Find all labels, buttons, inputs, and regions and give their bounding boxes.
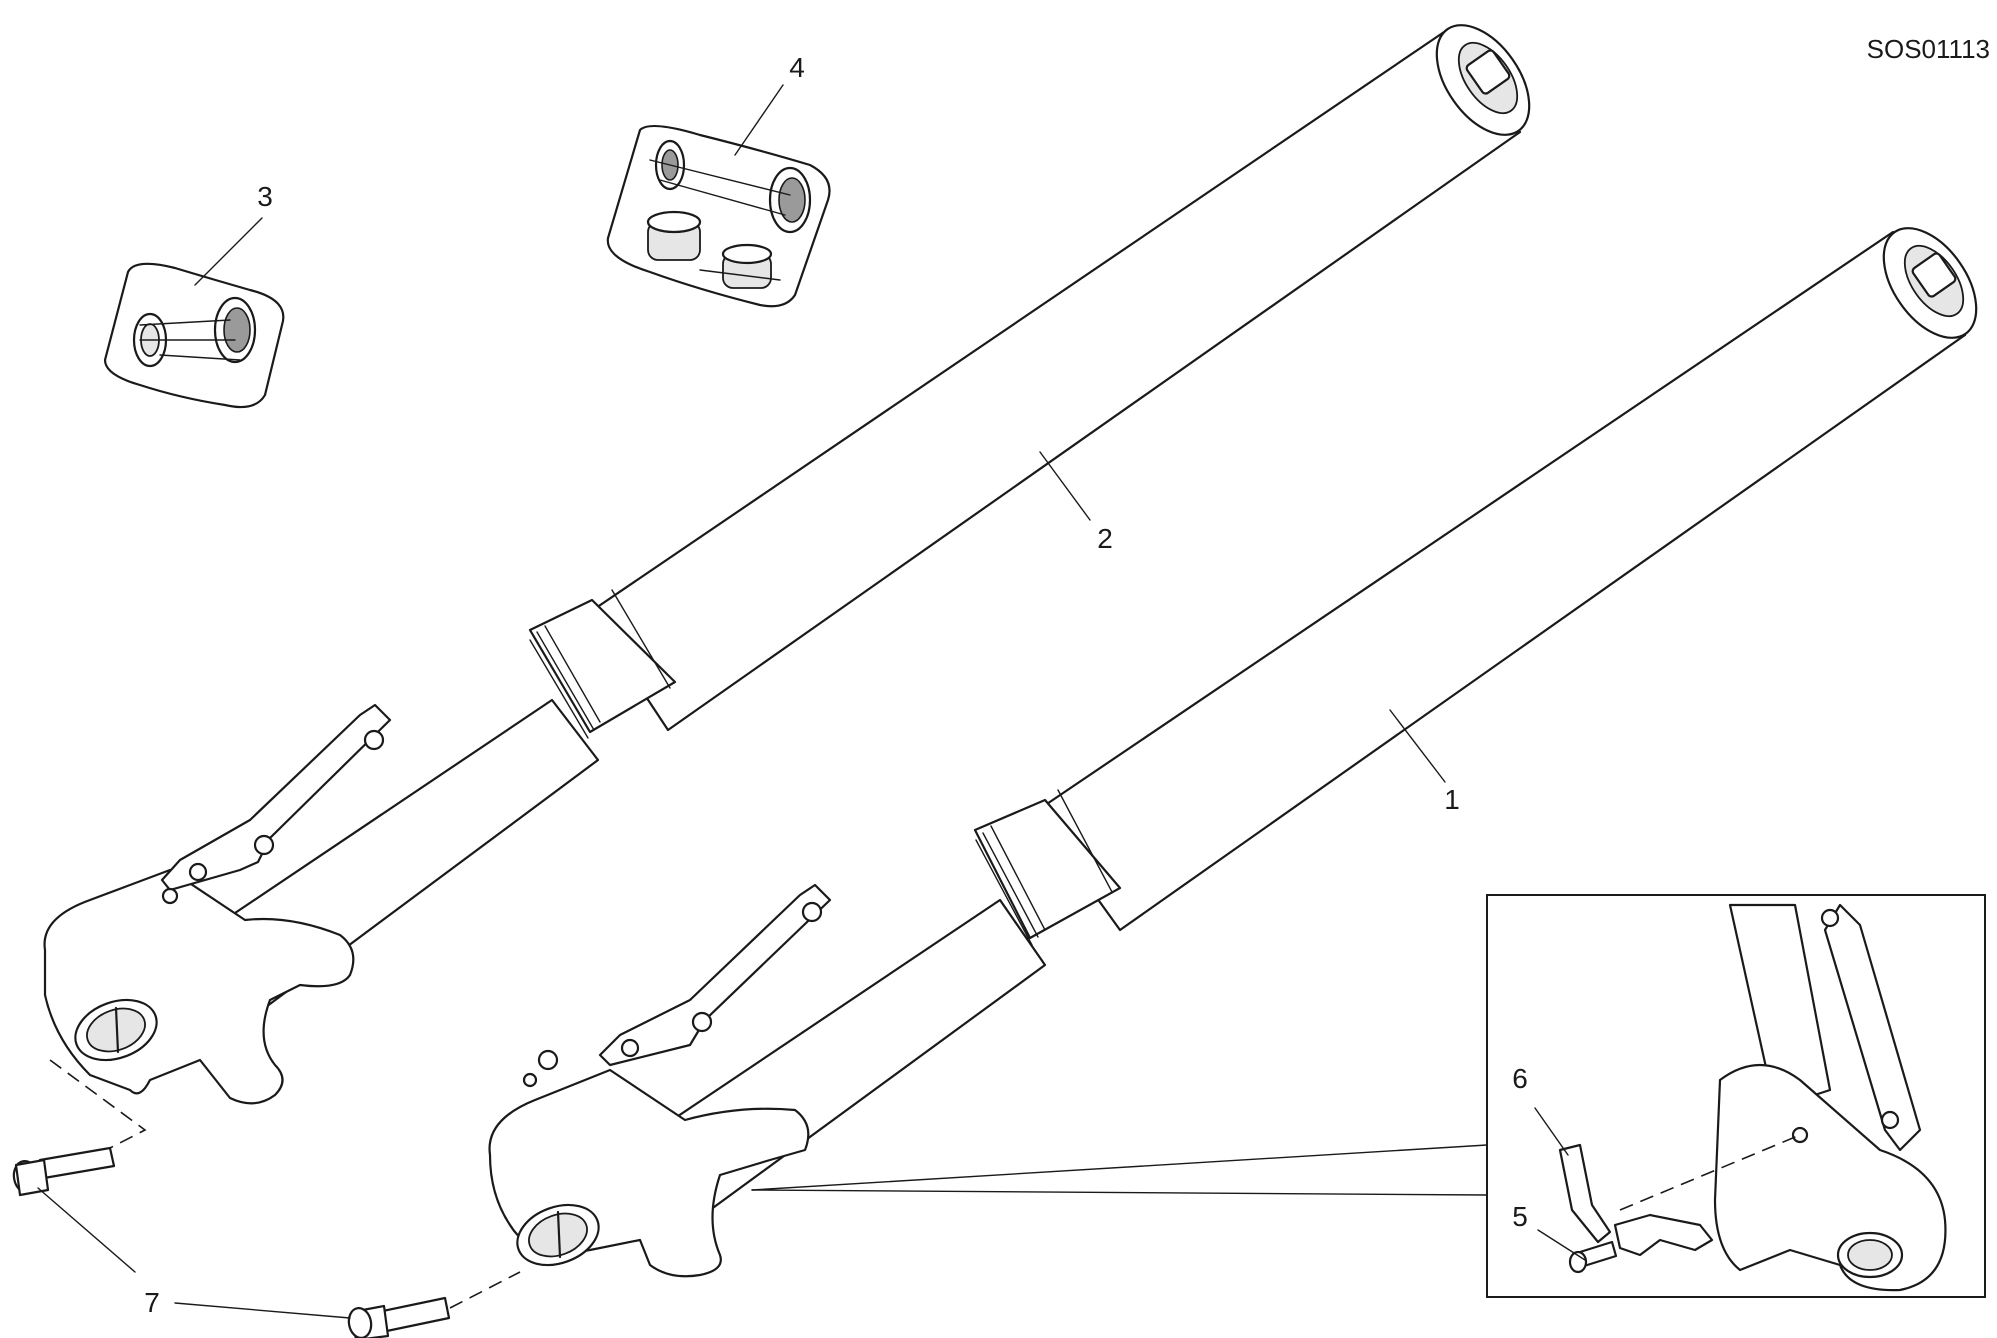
- seal-kit-bag-large: [606, 124, 831, 308]
- assembly-line-lower: [449, 1271, 521, 1309]
- bolt-upper: [12, 1146, 116, 1197]
- callout-1: 1: [1444, 784, 1460, 815]
- bolt-lower: [347, 1296, 451, 1338]
- seal-kit-bag-small: [103, 262, 285, 409]
- detail-inset: [751, 894, 1986, 1298]
- callout-2: 2: [1097, 523, 1113, 554]
- callout-5: 5: [1512, 1201, 1528, 1232]
- assembly-line-upper: [49, 1059, 147, 1149]
- callout-3: 3: [257, 181, 273, 212]
- leader-lines: [37, 84, 1586, 1319]
- fork-leg-right: [488, 227, 1978, 1278]
- callout-6: 6: [1512, 1063, 1528, 1094]
- callout-7: 7: [144, 1287, 160, 1318]
- fork-leg-left: [43, 24, 1531, 1105]
- callout-4: 4: [789, 52, 805, 83]
- drawing-code: SOS01113: [1867, 34, 1990, 64]
